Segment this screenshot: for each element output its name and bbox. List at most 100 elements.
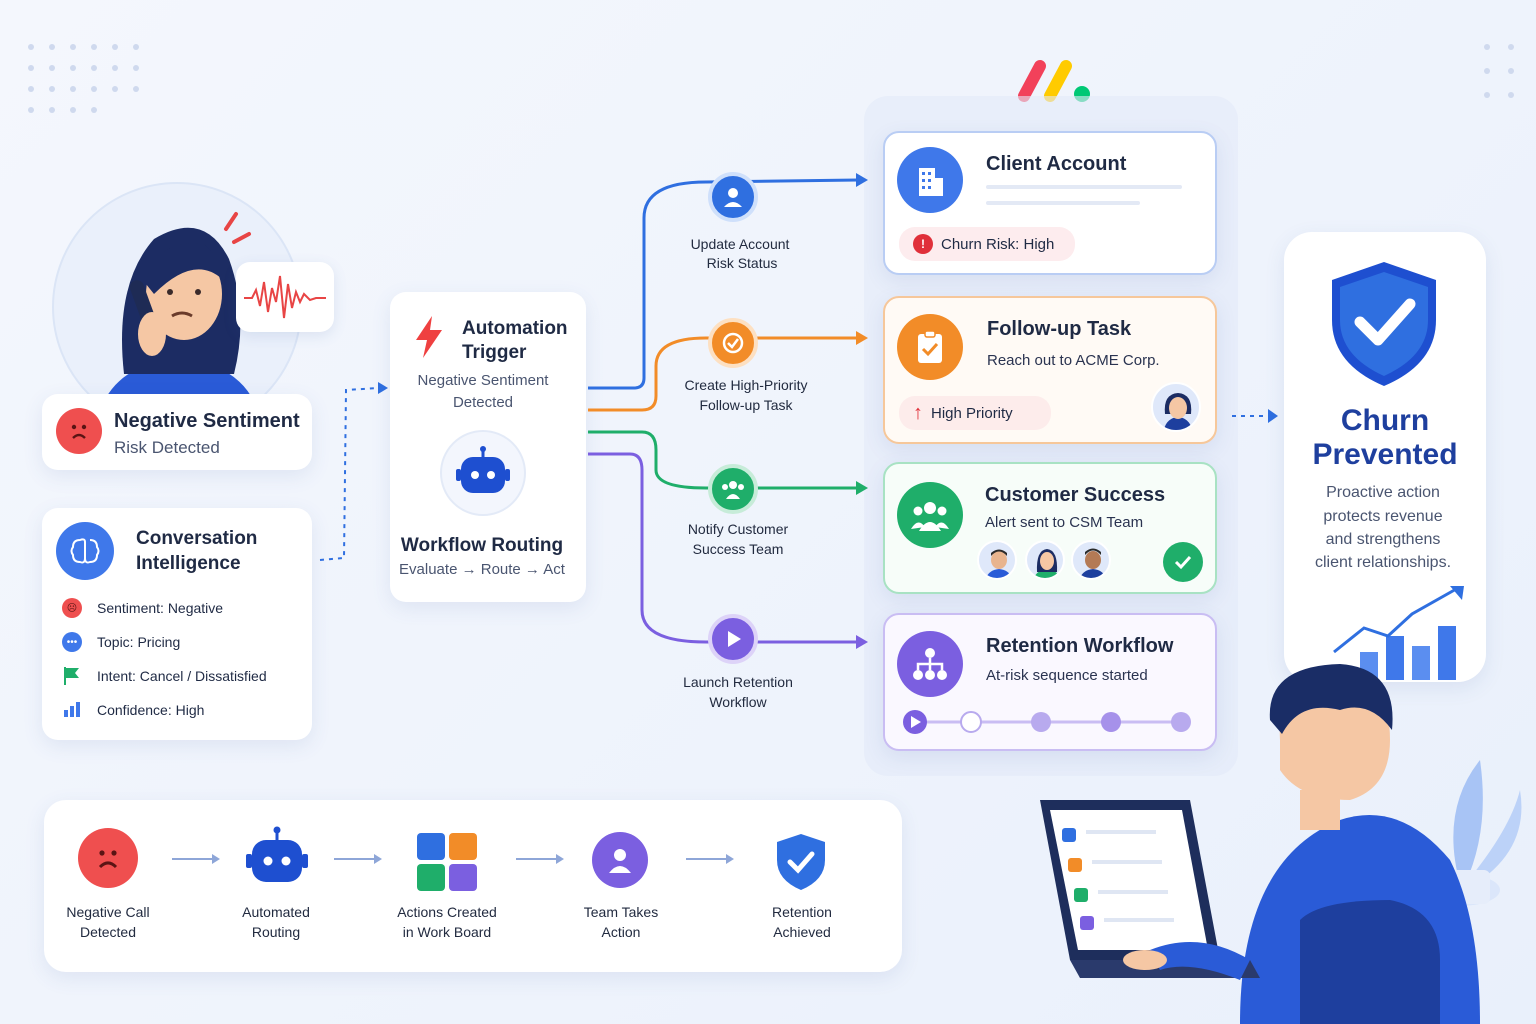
step-arrow-icon (334, 854, 382, 864)
intel-item-sentiment: Sentiment: Negative (97, 600, 224, 616)
growth-chart-icon (1333, 586, 1464, 680)
flag-icon (64, 667, 79, 685)
step-3-line1: Actions Created (397, 904, 497, 920)
branch-lines (588, 173, 868, 649)
churn-desc-line4: client relationships. (1314, 554, 1452, 571)
high-priority-badge: ↑ High Priority (899, 396, 1051, 430)
customer-success-card: Customer Success Alert sent to CSM Team (883, 462, 1217, 594)
bar-chart-icon (64, 702, 80, 717)
chat-bubble-icon: ••• (62, 632, 82, 652)
branch-node-update-icon (708, 172, 758, 222)
routing-title: Workflow Routing (400, 535, 564, 556)
routing-sub: Evaluate → Route → Act (399, 561, 565, 578)
branch-label-retention-line2: Workflow (709, 694, 767, 710)
followup-task-card: Follow-up Task Reach out to ACME Corp. ↑… (883, 296, 1217, 444)
client-account-title: Client Account (986, 153, 1127, 175)
robot-icon (440, 430, 526, 516)
csm-avatar-1 (977, 540, 1017, 580)
step-4-line2: Action (601, 924, 641, 940)
step-3-line2: in Work Board (402, 924, 492, 940)
step-5-line1: Retention (772, 904, 832, 920)
negative-sentiment-title: Negative Sentiment (114, 410, 300, 432)
intel-item-intent: Intent: Cancel / Dissatisfied (97, 668, 267, 684)
sad-face-icon (56, 408, 102, 454)
dashed-arrow-outcome (1232, 409, 1278, 423)
trigger-sub-line2: Detected (452, 394, 514, 411)
churn-prevented-card: Churn Prevented Proactive action protect… (1284, 232, 1486, 682)
csm-avatar-2 (1025, 540, 1065, 580)
branch-label-update-line1: Update Account (690, 236, 790, 252)
dot-grid-right (1484, 44, 1514, 98)
sequence-progress-track (903, 710, 1191, 734)
branch-node-task-icon (708, 318, 758, 368)
retention-title: Retention Workflow (986, 635, 1174, 657)
conversation-intelligence-card: Conversation Intelligence ☹ Sentiment: N… (42, 508, 312, 740)
sound-wave-icon (244, 275, 326, 319)
negative-sentiment-card: Negative Sentiment Risk Detected (42, 394, 312, 470)
clipboard-icon (897, 314, 963, 380)
placeholder-line (986, 201, 1140, 205)
branch-label-task-line1: Create High-Priority (684, 377, 808, 393)
intel-item-topic: Topic: Pricing (97, 634, 181, 650)
branch-label-notify-line1: Notify Customer (687, 521, 789, 537)
step-arrow-icon (516, 854, 564, 864)
check-circle-icon (1163, 542, 1203, 582)
team-member-icon (592, 832, 648, 888)
client-account-card: Client Account ! Churn Risk: High (883, 131, 1217, 275)
automation-trigger-card: Automation Trigger Negative Sentiment De… (390, 292, 586, 602)
workflow-tree-icon (897, 631, 963, 697)
churn-desc-line2: protects revenue (1323, 508, 1443, 525)
branch-label-notify-line2: Success Team (692, 541, 784, 557)
process-steps-panel: Negative Call Detected Automated Routing… (44, 800, 902, 972)
dot-grid-left (28, 44, 139, 113)
branch-label-update-line2: Risk Status (706, 255, 778, 271)
alert-icon: ! (913, 234, 933, 254)
followup-sub: Reach out to ACME Corp. (987, 352, 1160, 369)
trigger-sub-line1: Negative Sentiment (417, 372, 549, 389)
csm-avatar-3 (1071, 540, 1111, 580)
high-priority-label: High Priority (931, 404, 1013, 422)
step-1-line1: Negative Call (66, 904, 150, 920)
lightning-icon (416, 316, 442, 358)
robot-small-icon (246, 826, 308, 882)
trigger-title-line1: Automation (462, 318, 568, 339)
retention-workflow-card: Retention Workflow At-risk sequence star… (883, 613, 1217, 751)
sad-face-icon-small: ☹ (62, 598, 82, 618)
step-5-line2: Achieved (773, 924, 831, 940)
intelligence-title-line1: Conversation (136, 528, 258, 549)
churn-risk-badge: ! Churn Risk: High (899, 227, 1075, 261)
step-1-line2: Detected (79, 924, 137, 940)
step-arrow-icon (686, 854, 734, 864)
sad-face-large-icon (78, 828, 138, 888)
churn-desc-line1: Proactive action (1326, 484, 1440, 501)
branch-label-retention-line1: Launch Retention (683, 674, 793, 690)
step-4-line1: Team Takes (583, 904, 659, 920)
churn-title-line1: Churn (1340, 404, 1430, 437)
person-laptop-illustration-icon (1040, 664, 1522, 1024)
trigger-title-line2: Trigger (462, 342, 527, 363)
churn-desc-line3: and strengthens (1325, 531, 1441, 548)
placeholder-line (986, 185, 1182, 189)
followup-title: Follow-up Task (987, 318, 1132, 340)
branch-node-retention-icon (708, 614, 758, 664)
churn-risk-label: Churn Risk: High (941, 235, 1055, 253)
intel-item-confidence: Confidence: High (97, 702, 205, 718)
churn-title-line2: Prevented (1312, 438, 1458, 471)
shield-check-icon (1332, 262, 1436, 386)
shield-small-icon (777, 834, 825, 890)
step-arrow-icon (172, 854, 220, 864)
work-board-icon (417, 833, 477, 891)
assignee-avatar (1151, 382, 1201, 432)
step-2-line2: Routing (251, 924, 301, 940)
step-2-line1: Automated (242, 904, 310, 920)
customer-success-sub: Alert sent to CSM Team (985, 514, 1144, 531)
negative-sentiment-subtitle: Risk Detected (114, 438, 220, 457)
customer-success-title: Customer Success (985, 484, 1166, 506)
dashed-connector (319, 382, 388, 561)
arrow-up-icon: ↑ (913, 401, 923, 424)
building-icon (897, 147, 963, 213)
branch-label-task-line2: Follow-up Task (699, 397, 793, 413)
team-icon (897, 482, 963, 548)
sound-wave-bubble (236, 262, 334, 332)
retention-sub: At-risk sequence started (986, 667, 1148, 684)
